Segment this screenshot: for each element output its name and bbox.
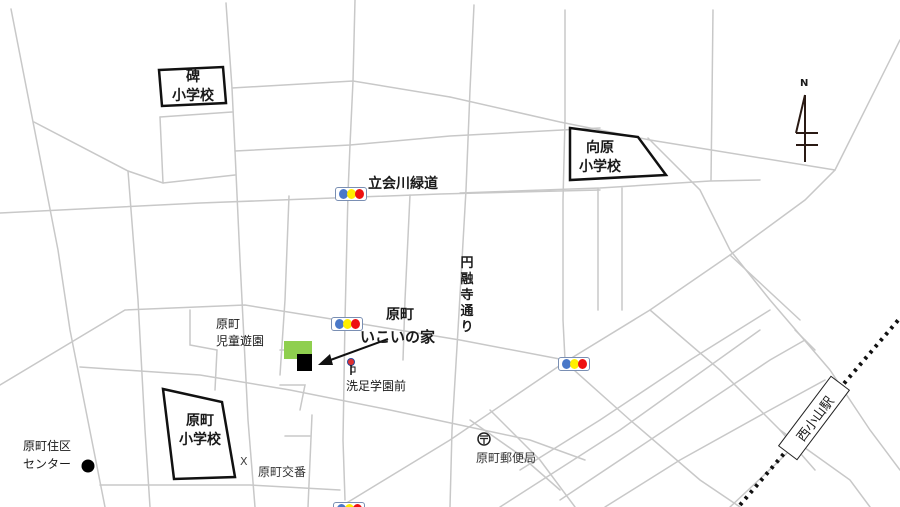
school-outline-ishibumi — [157, 65, 228, 108]
school-name-line2: 小学校 — [179, 432, 221, 448]
police-box-label: 原町交番 — [258, 465, 307, 479]
school-label-haramachi: 原町 小学校 — [170, 412, 230, 450]
school-name-line1: 向原 — [586, 140, 614, 156]
traffic-signal-icon — [331, 317, 363, 331]
railway-line — [738, 316, 900, 507]
police-box-icon: X — [240, 455, 248, 468]
post-office-label: 原町郵便局 — [476, 451, 537, 465]
north-arrow-icon — [795, 94, 818, 162]
school-label-ishibumi: 碑 小学校 — [162, 68, 224, 106]
road-label-tatekaigawa: 立会川緑道 — [368, 176, 438, 192]
school-outline-mukouhara — [568, 126, 669, 182]
community-center-line1: 原町住区 — [23, 439, 72, 453]
destination-label-line1: 原町 — [386, 307, 414, 323]
school-name-line2: 小学校 — [579, 159, 621, 175]
school-name-line1: 原町 — [186, 413, 214, 429]
park-label-line1: 原町 — [216, 317, 241, 331]
arrow-icon — [318, 354, 333, 365]
compass-north-label: N — [800, 78, 809, 89]
traffic-signal-icon — [335, 187, 367, 201]
community-center-label: 原町住区 センター — [23, 437, 71, 473]
traffic-signal-icon — [558, 357, 590, 371]
community-center-line2: センター — [23, 457, 72, 471]
school-outline-haramachi — [161, 387, 237, 481]
bus-stop-icon — [347, 358, 356, 375]
traffic-signal-icon — [333, 502, 365, 507]
road-label-enyuji: 円融寺通り — [460, 256, 474, 335]
bus-stop-label: 洗足学園前 — [346, 379, 407, 393]
park-label-line2: 児童遊園 — [216, 334, 265, 348]
school-name-line2: 小学校 — [172, 88, 214, 104]
park-label: 原町 児童遊園 — [216, 316, 264, 350]
school-name-line1: 碑 — [186, 69, 200, 85]
building-marker-icon — [297, 354, 312, 371]
post-office-icon — [477, 432, 491, 446]
school-label-mukouhara: 向原 小学校 — [570, 139, 630, 177]
dot-marker-icon — [81, 459, 95, 473]
destination-label-line2: いこいの家 — [360, 328, 436, 346]
